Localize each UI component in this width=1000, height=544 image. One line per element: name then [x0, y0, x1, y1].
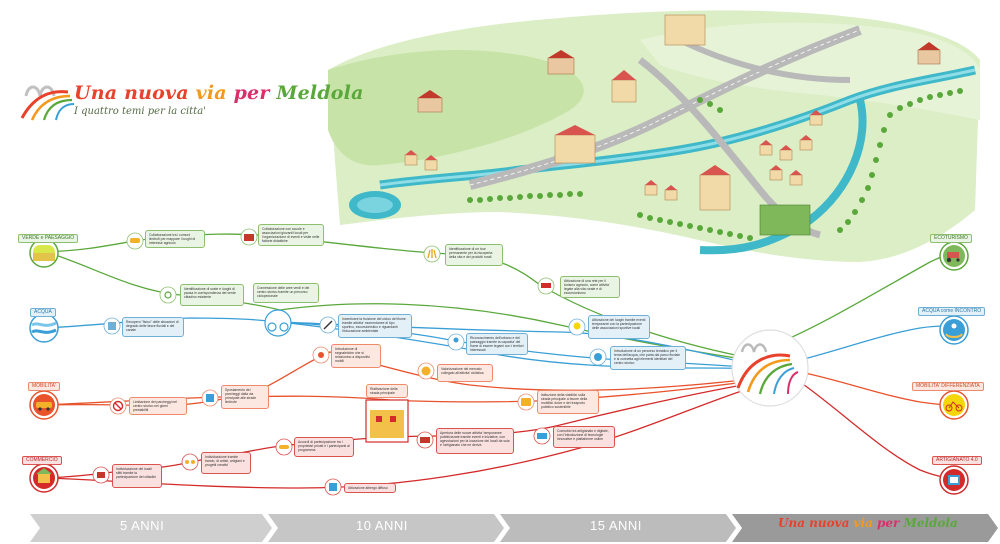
title-logo-mark	[20, 85, 75, 121]
town-map-illustration	[328, 10, 980, 262]
action-box: Riconoscimento dell'urbano e del paesagg…	[466, 333, 528, 355]
brand-part: Meldola	[903, 516, 958, 530]
theme-label-acqua-incontro: ACQUA come INCONTRO	[918, 307, 986, 316]
title-part: via	[195, 82, 234, 104]
title-block: Una nuova via per Meldola I quattro temi…	[18, 76, 363, 128]
title: Una nuova via per Meldola	[74, 82, 364, 104]
action-box: Recupero "fisico" delle situazioni di de…	[122, 317, 184, 337]
theme-label-mobilita: MOBILITA'	[28, 382, 60, 391]
brand-part: per	[877, 516, 904, 530]
theme-label-commercio: COMMERCIO	[22, 456, 62, 465]
theme-label-verde: VERDE e PAESAGGIO	[18, 234, 79, 243]
brand-part: Una nuova	[778, 516, 854, 530]
hub-logo	[731, 329, 809, 407]
action-box: Connubio tra artigianato e digitale, con…	[553, 426, 615, 448]
theme-label-artigianato: ARTIGIANATO 4.0	[932, 456, 982, 465]
action-box: Valorizzazione del mercato collegato all…	[437, 364, 493, 382]
action-box: Riattivazione della strada principale	[366, 384, 408, 398]
action-box: Identificazione di un tour permanente pe…	[445, 244, 503, 266]
timeline-label-10: 10 ANNI	[356, 518, 408, 533]
timeline-brand: Una nuova via per Meldola	[778, 516, 958, 530]
theme-label-acqua: ACQUA	[30, 308, 56, 317]
action-box: Incentivare la fruizione del cicloo del …	[338, 314, 412, 338]
action-box: Collaborazione tra i comuni limitrofi pe…	[145, 230, 205, 248]
action-box: Connessione delle aree verdi e del centr…	[253, 283, 319, 303]
timeline-bar	[30, 514, 998, 542]
action-box: Introduzione di segnaletiche che si rela…	[331, 344, 381, 368]
action-box: Attivazione albergo diffuso	[344, 483, 396, 493]
action-box: Attivazione dei luoghi tramite eventi te…	[588, 315, 650, 339]
action-box: Attivazione di una rete per il turismo a…	[560, 276, 620, 298]
theme-label-ecoturismo: ECOTURISMO	[930, 234, 972, 243]
action-box: Individuazione dei locali sfitti tramite…	[112, 464, 162, 488]
action-box: Apertura delle nuove attivita' temporane…	[436, 428, 514, 454]
left-theme-icons	[29, 238, 59, 493]
title-part: per	[233, 82, 277, 104]
right-theme-icons	[939, 241, 969, 495]
action-box: Istituzione della viabilita' sulla strad…	[537, 390, 599, 414]
action-box: Collaborazione con scuole e associazioni…	[258, 224, 324, 246]
title-part: Meldola	[276, 82, 364, 104]
action-box: Spostamento dei parcheggi dalla via prin…	[221, 385, 269, 409]
action-box: Identificazione di soste e luoghi di pau…	[180, 284, 244, 306]
action-box: Limitazione dei parcheggi nel centro sto…	[129, 397, 187, 415]
action-box: Accordi di partecipazione tra i propriet…	[294, 437, 354, 457]
action-icons	[92, 228, 607, 496]
title-part: Una nuova	[74, 82, 196, 104]
subtitle: I quattro temi per la citta'	[74, 106, 206, 117]
action-box: Introduzione di un percorso tematico per…	[610, 346, 686, 370]
action-box: Individuazione tramite bando, di artisti…	[201, 452, 251, 474]
timeline-label-15: 15 ANNI	[590, 518, 642, 533]
brand-part: via	[853, 516, 878, 530]
theme-label-mobilita-differenziata: MOBILITA' DIFFERENZIATA	[912, 382, 984, 391]
timeline-label-5: 5 ANNI	[120, 518, 165, 533]
